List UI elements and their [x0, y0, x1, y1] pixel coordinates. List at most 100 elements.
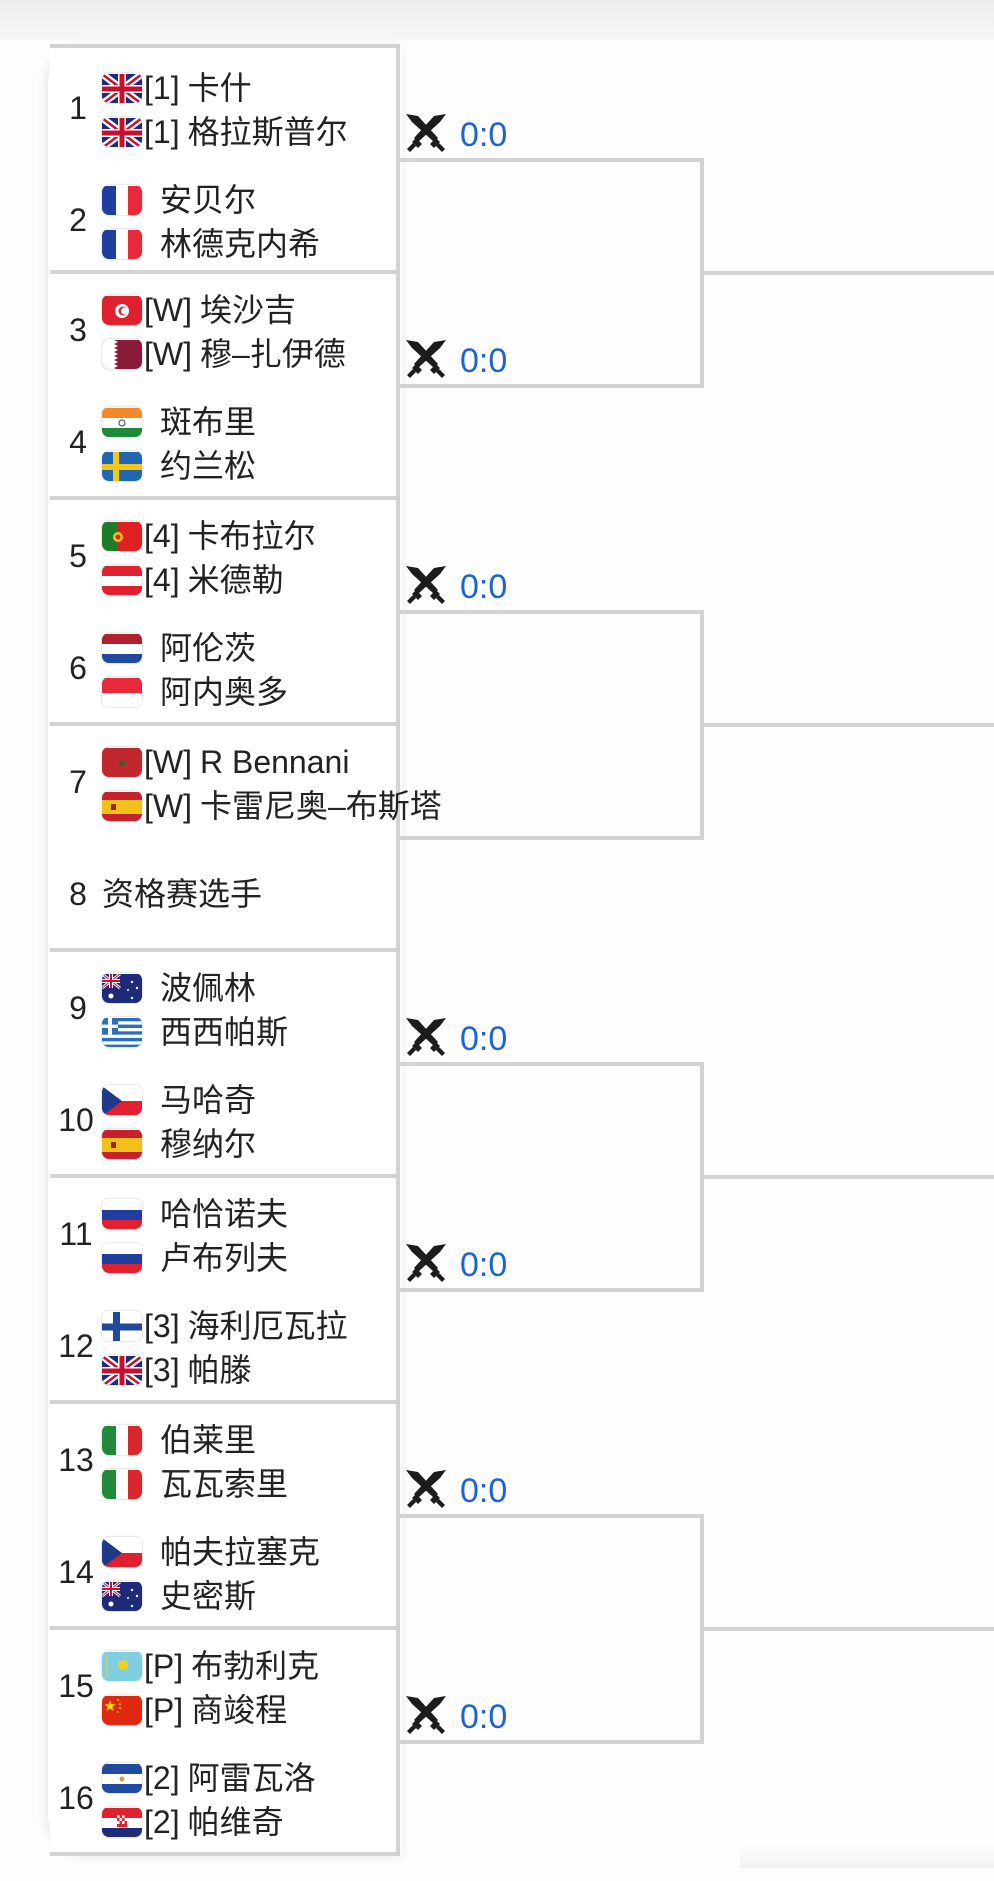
player-name: 帕夫拉塞克	[160, 1534, 321, 1570]
score-value: 0:0	[460, 1246, 508, 1284]
flag-es-icon	[102, 1129, 142, 1159]
player-name: 阿伦茨	[160, 630, 257, 666]
flag-cz-icon	[102, 1537, 142, 1567]
seed-tag: [2]	[144, 1804, 180, 1840]
player-line[interactable]: 瓦瓦索里	[102, 1464, 288, 1504]
seed-tag: [W]	[144, 336, 192, 372]
flag-at-icon	[102, 565, 142, 595]
draw-entry[interactable]: 3[W]埃沙吉[W]穆–扎伊德	[50, 274, 396, 386]
draw-entry[interactable]: 15[P]布勃利克[P]商竣程	[50, 1630, 396, 1742]
player-name: 伯莱里	[160, 1422, 257, 1458]
player-name: 帕滕	[187, 1352, 252, 1388]
seed-tag: [W]	[144, 788, 192, 824]
player-name: 波佩林	[160, 970, 257, 1006]
player-line[interactable]: [3]海利厄瓦拉	[102, 1306, 348, 1346]
player-line[interactable]: [W]R Bennani	[102, 742, 349, 782]
player-name: 瓦瓦索里	[160, 1466, 289, 1502]
flag-tn-icon	[102, 295, 142, 325]
player-name: R Bennani	[199, 744, 350, 780]
player-line[interactable]: [1]格拉斯普尔	[102, 112, 348, 152]
seed-tag: [W]	[144, 292, 192, 328]
match-score[interactable]: 0:0	[404, 110, 507, 160]
flag-fr-icon	[102, 185, 142, 215]
match-score[interactable]: 0:0	[404, 1466, 507, 1516]
draw-entry[interactable]: 7[W]R Bennani[W]卡雷尼奥–布斯塔	[50, 726, 442, 838]
flag-es-icon	[102, 791, 142, 821]
player-line[interactable]: 卢布列夫	[102, 1238, 288, 1278]
player-name: 卡什	[187, 70, 252, 106]
player-line[interactable]: 波佩林	[102, 968, 256, 1008]
player-line[interactable]: [P]布勃利克	[102, 1646, 319, 1686]
match-score[interactable]: 0:0	[404, 1014, 507, 1064]
player-line[interactable]: 穆纳尔	[102, 1124, 256, 1164]
player-line[interactable]: 安贝尔	[102, 180, 256, 220]
player-line[interactable]: 伯莱里	[102, 1420, 256, 1460]
draw-entry[interactable]: 5[4]卡布拉尔[4]米德勒	[50, 500, 396, 612]
player-line[interactable]: 阿伦茨	[102, 628, 256, 668]
score-value: 0:0	[460, 568, 508, 606]
player-line[interactable]: [4]卡布拉尔	[102, 516, 316, 556]
player-line[interactable]: [1]卡什	[102, 68, 252, 108]
player-name: 格拉斯普尔	[187, 114, 348, 150]
match-score[interactable]: 0:0	[404, 1692, 507, 1742]
draw-position-number: 15	[58, 1668, 94, 1704]
player-line[interactable]: [3]帕滕	[102, 1350, 252, 1390]
player-line[interactable]: 史密斯	[102, 1576, 256, 1616]
match-score[interactable]: 0:0	[404, 562, 507, 612]
player-line[interactable]: [2]帕维奇	[102, 1802, 284, 1842]
player-line[interactable]: [W]穆–扎伊德	[102, 334, 346, 374]
player-name: 卡雷尼奥–布斯塔	[199, 788, 442, 824]
draw-entry[interactable]: 12[3]海利厄瓦拉[3]帕滕	[50, 1290, 396, 1402]
match-score[interactable]: 0:0	[404, 1240, 507, 1290]
player-line[interactable]: 帕夫拉塞克	[102, 1532, 320, 1572]
flag-in-icon	[102, 407, 142, 437]
draw-position-number: 7	[69, 764, 87, 800]
horizontal-scroll-hint[interactable]	[740, 1840, 994, 1868]
player-name: 安贝尔	[160, 182, 257, 218]
player-line[interactable]: 哈恰诺夫	[102, 1194, 288, 1234]
player-line[interactable]: 西西帕斯	[102, 1012, 288, 1052]
draw-entry[interactable]: 1[1]卡什[1]格拉斯普尔	[50, 52, 396, 164]
flag-sv-icon	[102, 1763, 142, 1793]
seed-tag: [1]	[144, 114, 180, 150]
top-bar	[0, 0, 994, 40]
player-line[interactable]: [W]埃沙吉	[102, 290, 296, 330]
player-line[interactable]: [2]阿雷瓦洛	[102, 1758, 316, 1798]
player-line[interactable]: [P]商竣程	[102, 1690, 287, 1730]
flag-au-icon	[102, 1581, 142, 1611]
seed-tag: [1]	[144, 70, 180, 106]
player-name: 西西帕斯	[160, 1014, 289, 1050]
player-line[interactable]: [W]卡雷尼奥–布斯塔	[102, 786, 442, 826]
player-line[interactable]: 斑布里	[102, 402, 256, 442]
flag-ma-icon	[102, 747, 142, 777]
player-name: 约兰松	[160, 448, 257, 484]
player-line[interactable]: 马哈奇	[102, 1080, 256, 1120]
flag-ru-icon	[102, 1243, 142, 1273]
player-line[interactable]: 阿内奥多	[102, 672, 288, 712]
flag-nl-icon	[102, 633, 142, 663]
match-score[interactable]: 0:0	[404, 336, 507, 386]
score-value: 0:0	[460, 342, 508, 380]
seed-tag: [P]	[144, 1648, 184, 1684]
player-line[interactable]: 约兰松	[102, 446, 256, 486]
player-line[interactable]: [4]米德勒	[102, 560, 284, 600]
player-line[interactable]: 林德克内希	[102, 224, 320, 264]
draw-entry[interactable]: 16[2]阿雷瓦洛[2]帕维奇	[50, 1742, 396, 1854]
